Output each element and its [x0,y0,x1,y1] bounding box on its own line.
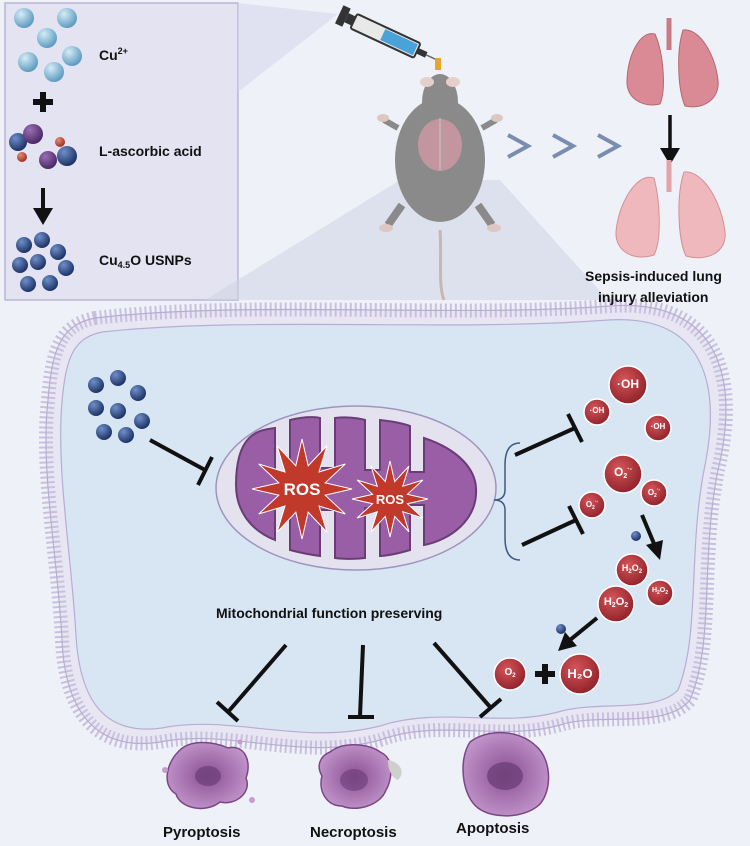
radical-bracket [493,442,521,561]
h2o2-3 [597,585,635,623]
hydroxyl-label-small-1: ·OH [589,406,605,415]
water-product [559,653,601,695]
lung-down-arrow-icon [660,115,680,165]
usnp-cluster [12,232,74,292]
syringe-icon [335,5,441,62]
plus-icon [33,92,53,112]
hydroxyl-radical-large [608,365,648,405]
catalyst-np-2 [556,624,566,634]
mitochondrion [215,405,497,571]
superoxide-label-small-1: O2·- [585,499,599,511]
healthy-lungs-icon [615,160,726,259]
radical-circles [493,365,674,695]
synthesis-panel [4,2,239,301]
radical-inhibit-bottom-icon [521,505,585,547]
mito-caption: Mitochondrial function preserving [216,605,443,621]
oxygen-label: O2 [504,667,516,679]
superoxide-small-1 [578,491,606,519]
product-plus-icon [535,664,555,684]
superoxide-label-small-2: O2·- [647,487,661,499]
lung-caption-line1: Sepsis-induced lung [585,268,722,284]
h2o2-label-3: H2O2 [603,596,629,609]
hydroxyl-radical-small-2 [644,414,672,442]
synthesis-arrow-icon [33,188,53,225]
mouse-icon [377,74,503,301]
ros-label-large: ROS [284,480,321,499]
superoxide-label-large: O2·- [614,465,632,480]
hydroxyl-radical-small-1 [583,398,611,426]
zoom-wedge-top [238,3,338,92]
cascade-arrow-2-icon [558,616,599,651]
h2o2-label-1: H2O2 [621,563,643,575]
radical-inhibit-top-icon [514,413,584,457]
ros-star-small [351,460,429,538]
pyroptosis-label: Pyroptosis [163,824,241,841]
usnp-label: Cu4.5O USNPs [99,252,192,270]
lung-caption-line2: injury alleviation [598,289,709,305]
cascade-arrow-1-icon [640,514,663,560]
apoptosis-label: Apoptosis [456,820,530,837]
cu-ion-cluster [14,8,82,82]
superoxide-small-2 [640,479,668,507]
ascorbic-acid-molecules [9,124,77,169]
pyroptosis-cell-icon [162,739,255,810]
zoom-cone [205,180,608,300]
death-inhibit-lines [215,641,503,723]
ros-label-small: ROS [376,492,405,507]
cu-ion-label: Cu2+ [99,46,128,63]
necroptosis-label: Necroptosis [310,824,397,841]
h2o2-2 [646,579,674,607]
catalyst-np-1 [631,531,641,541]
h2o2-1 [615,553,649,587]
hydroxyl-label-large: ·OH [617,377,639,391]
chevron-arrows-icon [507,133,623,159]
ros-star-large [251,438,353,540]
usnp-inhibit-icon [149,438,214,486]
superoxide-large [603,454,643,494]
oxygen-product [493,657,527,691]
syringe-tip [435,58,441,70]
inflamed-lungs-icon [626,18,719,108]
apoptosis-cell-icon [462,731,550,817]
necroptosis-cell-icon [318,744,402,810]
water-label: H₂O [567,666,593,681]
cell-usnp-cluster [88,370,150,443]
hydroxyl-label-small-2: ·OH [650,422,666,431]
h2o2-label-2: H2O2 [651,587,669,596]
ascorbic-acid-label: L-ascorbic acid [99,143,202,159]
